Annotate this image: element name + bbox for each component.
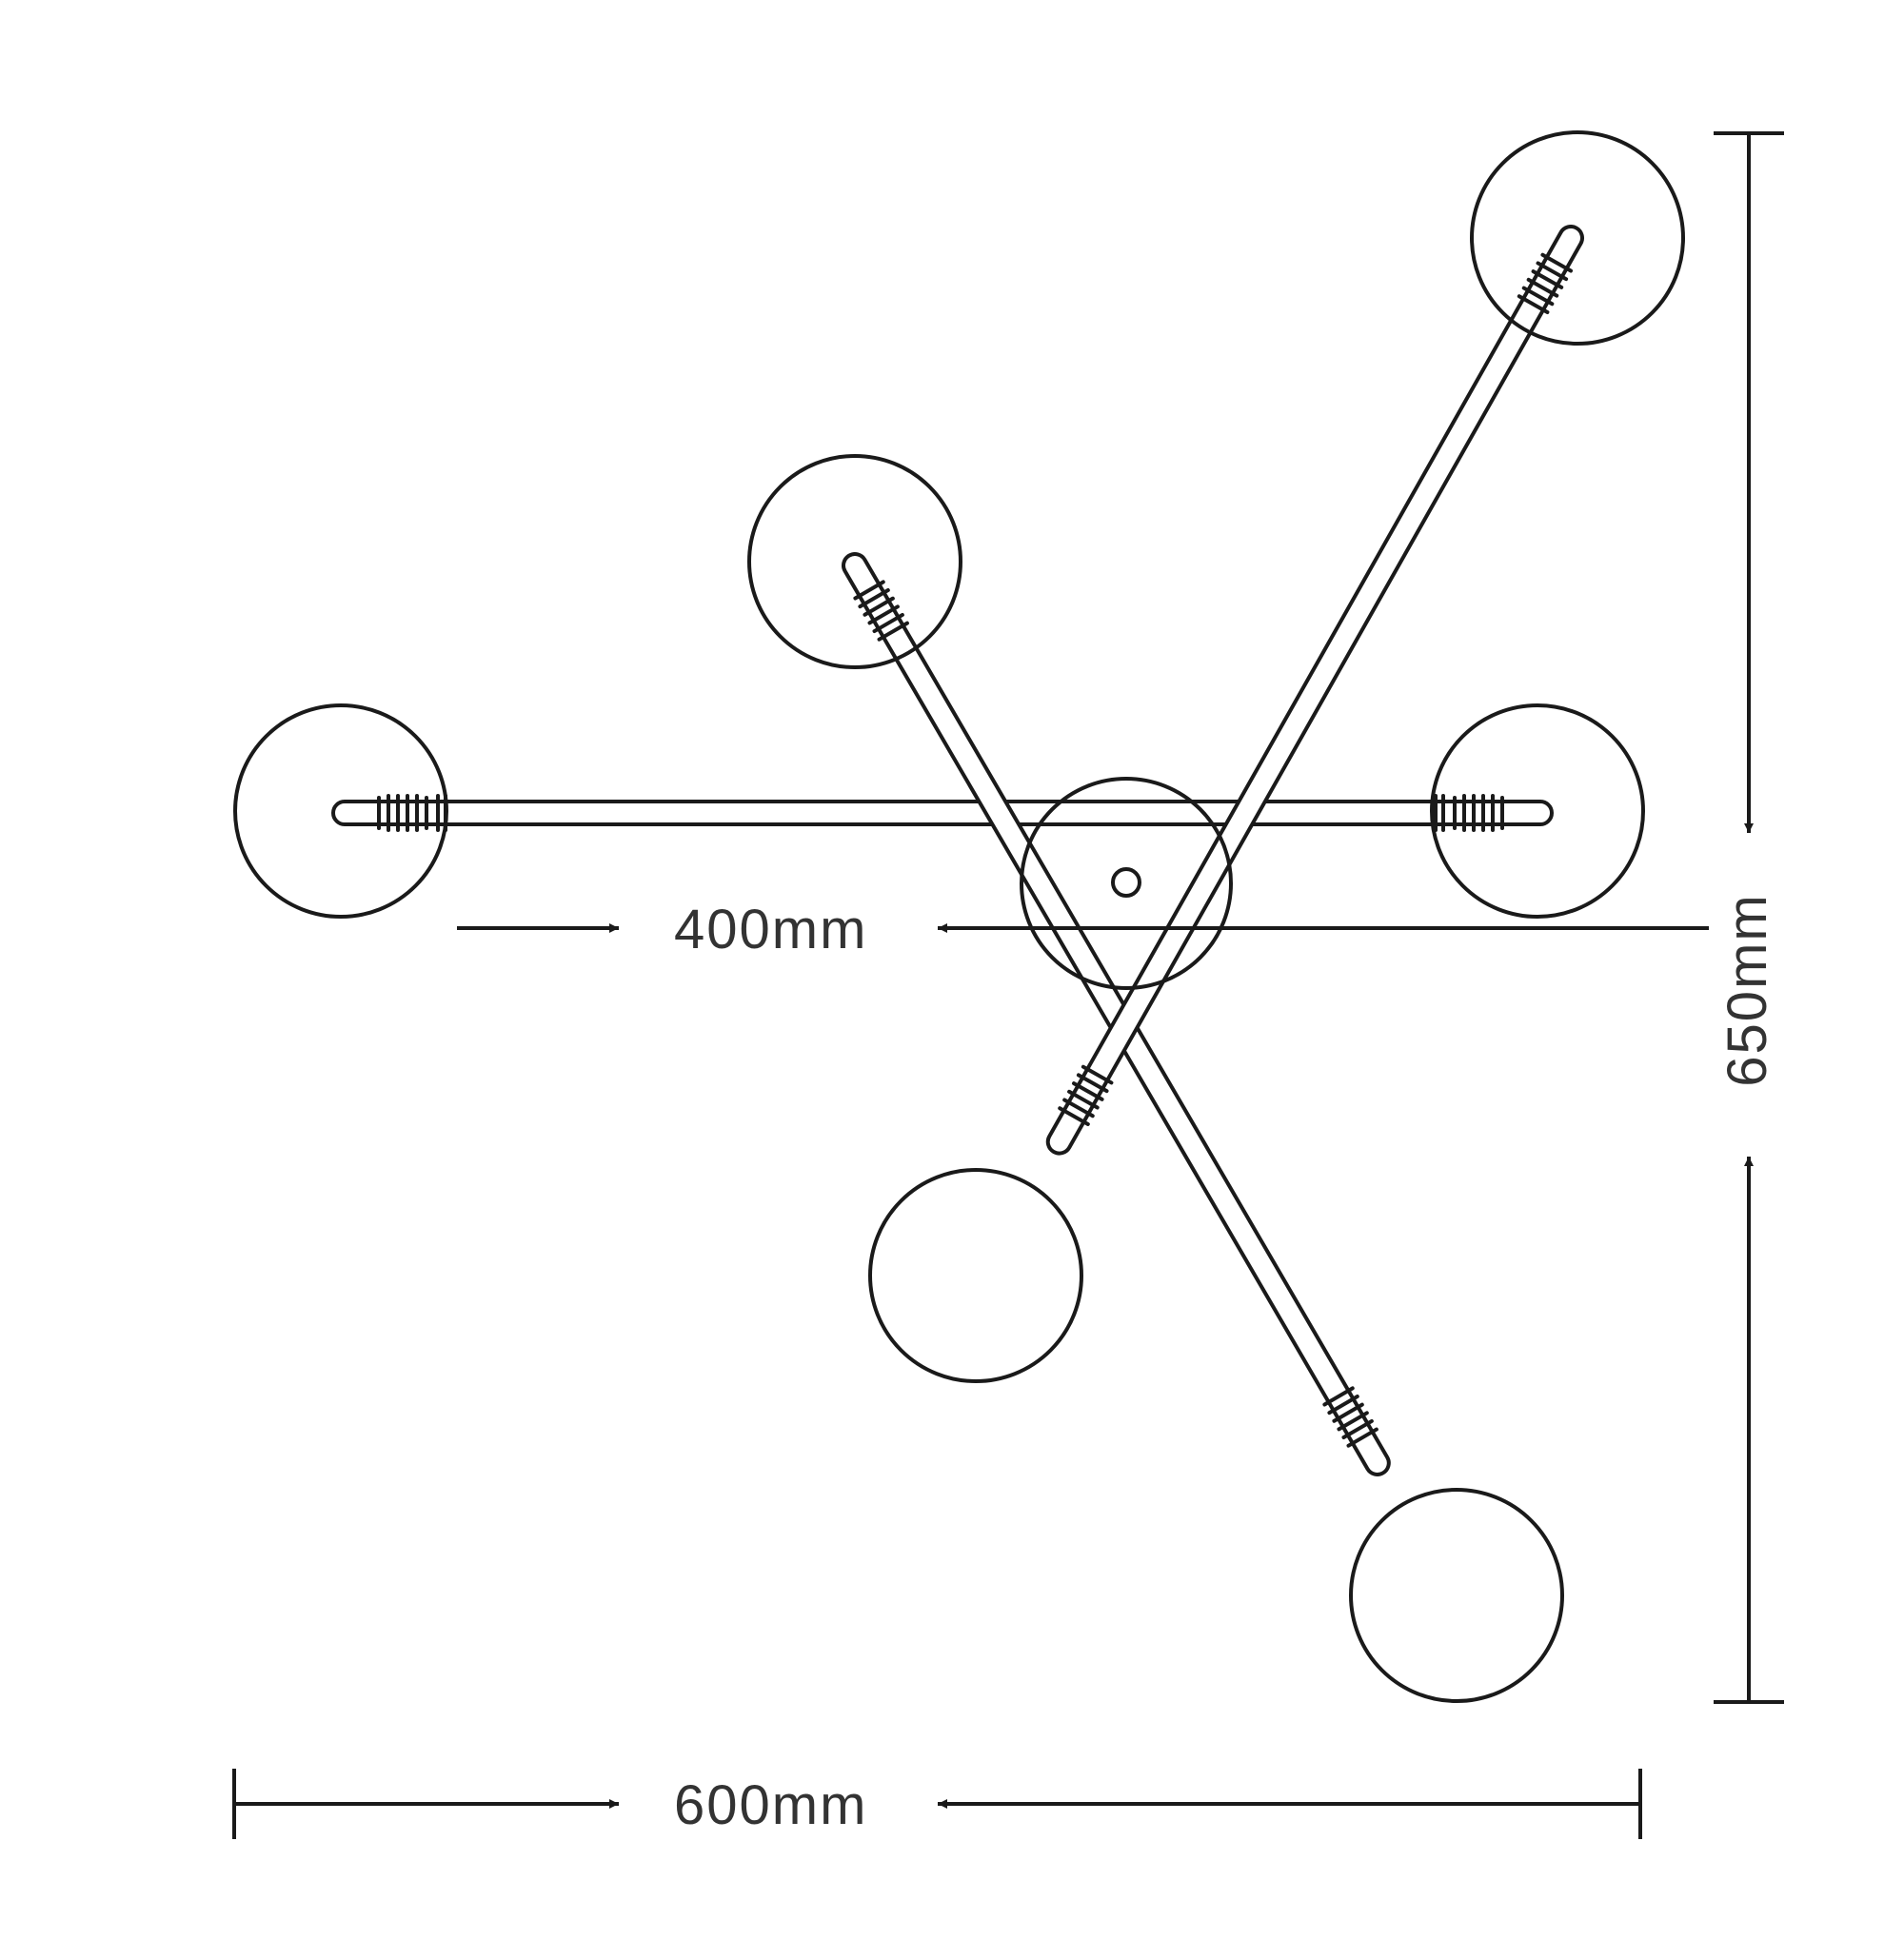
globe-shade-lower-left	[868, 1168, 1083, 1383]
globe-shade-bottom-right	[1349, 1488, 1564, 1703]
globe-shade-top-right	[1470, 130, 1685, 346]
lamp-fixture	[233, 130, 1685, 1703]
overall-width-label: 600mm	[674, 1774, 868, 1836]
socket-thread-right	[1434, 794, 1504, 832]
dimension-overall-width	[232, 1769, 1642, 1839]
globe-shade-upper-left	[747, 454, 962, 669]
socket-thread-left	[377, 794, 447, 832]
arm-diagonal-up-body	[1045, 225, 1584, 1156]
arm-horizontal	[331, 794, 1554, 832]
ceiling-canopy	[1020, 777, 1233, 990]
dimension-overall-height	[1714, 131, 1784, 1704]
overall-height-label: 650mm	[1716, 893, 1778, 1087]
globe-shade-right	[1430, 703, 1645, 919]
canopy-screw	[1111, 867, 1141, 898]
inner-width-label: 400mm	[674, 899, 868, 960]
globe-shade-left	[233, 703, 448, 919]
